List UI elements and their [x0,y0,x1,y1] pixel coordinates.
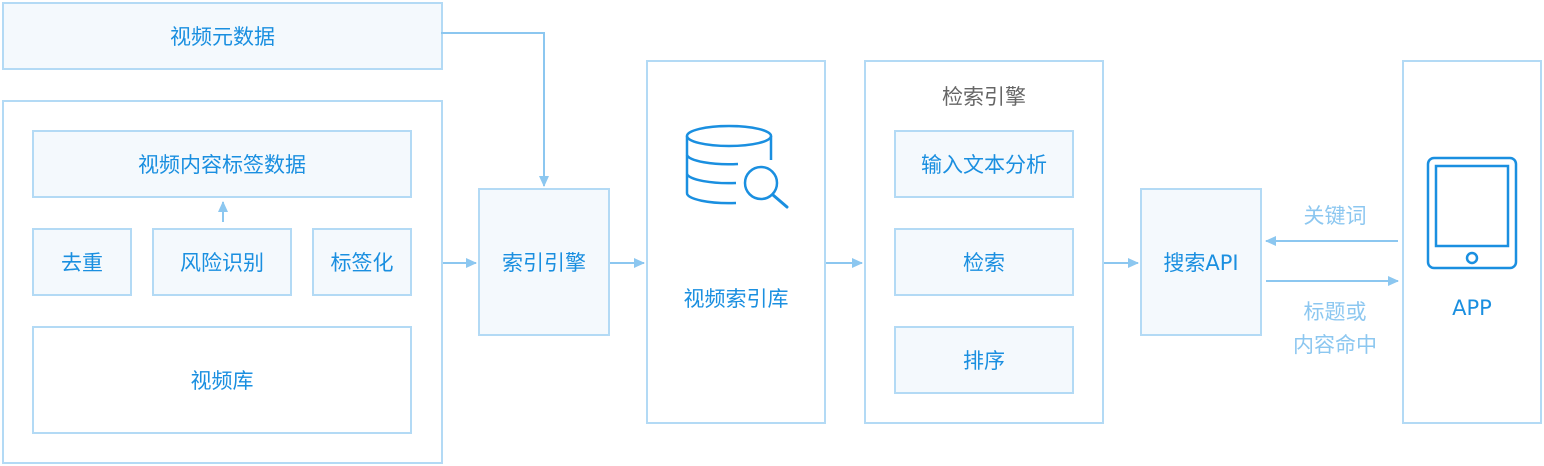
retrieval-label: 检索 [963,251,1005,275]
text-analysis-label: 输入文本分析 [921,153,1047,177]
video-library-label: 视频库 [190,369,254,393]
index-engine-label: 索引引擎 [502,251,586,275]
dedup-label: 去重 [61,251,103,275]
search-api-box [1140,188,1262,336]
content-tag-data-box [32,130,412,198]
result-edge-label-line1: 标题或 [1303,300,1367,324]
metadata-to-index-arrow [441,32,549,187]
risk-identify-label: 风险识别 [180,251,264,275]
keyword-edge-label: 关键词 [1303,204,1367,228]
ranking-box [894,326,1074,394]
video-library-box [32,326,412,434]
app-label: APP [1452,296,1492,320]
search-engine-heading: 检索引擎 [942,85,1026,109]
retrieval-box [894,228,1074,296]
video-metadata-box [2,2,443,70]
search-api-label: 搜索API [1163,251,1239,275]
video-metadata-label: 视频元数据 [170,25,275,49]
video-index-db-label: 视频索引库 [683,287,789,311]
text-analysis-box [894,130,1074,198]
dedup-box [32,228,132,296]
app-box [1402,60,1542,424]
ranking-label: 排序 [963,349,1005,373]
index-engine-box [478,188,610,336]
risk-identify-box [152,228,292,296]
video-index-db-box [646,60,826,424]
tagging-label: 标签化 [330,251,394,275]
content-tag-data-label: 视频内容标签数据 [138,153,306,177]
result-edge-label-line2: 内容命中 [1293,333,1377,357]
tagging-box [312,228,412,296]
